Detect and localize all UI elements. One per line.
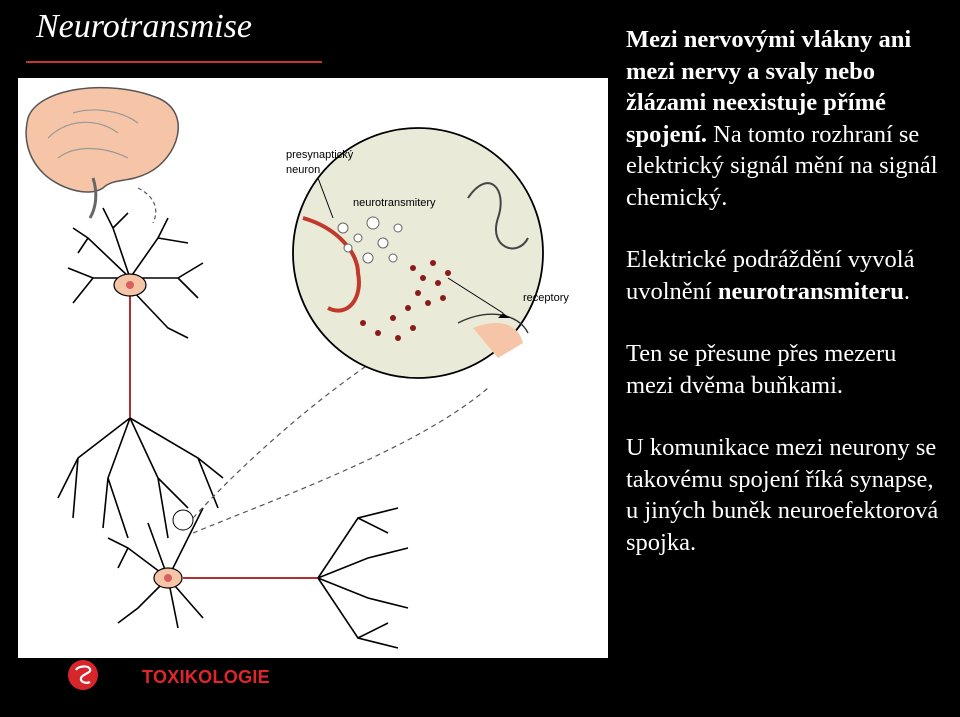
paragraph-2-bold: neurotransmiteru — [717, 277, 904, 305]
text-column: Mezi nervovými vlákny ani mezi nervy a s… — [626, 24, 950, 589]
paragraph-2: Elektrické podráždění vyvolá uvolnění ne… — [626, 244, 950, 307]
brain-image — [25, 86, 179, 224]
paragraph-1: Mezi nervovými vlákny ani mezi nervy a s… — [626, 24, 950, 213]
neuron-illustration: presynaptický neuron neurotransmitery re… — [18, 78, 608, 658]
vscht-logo-icon — [68, 660, 98, 690]
label-presynaptic: presynaptický — [286, 149, 354, 161]
title-divider — [26, 61, 322, 63]
top-neuron — [57, 207, 224, 539]
paragraph-1-rest: Na tomto rozhraní se elektrický signál m… — [626, 120, 938, 211]
paragraph-4: U komunikace mezi neurony se takovému sp… — [626, 434, 939, 556]
paragraph-3: Ten se přesune přes mezeru mezi dvěma bu… — [626, 340, 897, 399]
bottom-neuron — [107, 507, 409, 649]
synapse-zoom — [292, 127, 544, 379]
label-presynaptic-neuron: neuron — [286, 164, 320, 176]
footer-label: TOXIKOLOGIE — [142, 667, 270, 687]
paragraph-2-end: . — [903, 277, 910, 305]
paragraph-1-bold: Mezi nervovými vlákny ani mezi nervy a s… — [626, 26, 912, 148]
label-receptors: receptory — [523, 292, 569, 304]
paragraph-2-start: Elektrické podráždění vyvolá uvolnění — [626, 246, 915, 305]
label-neurotransmitters: neurotransmitery — [353, 197, 436, 209]
slide-title: Neurotransmise — [36, 8, 252, 45]
